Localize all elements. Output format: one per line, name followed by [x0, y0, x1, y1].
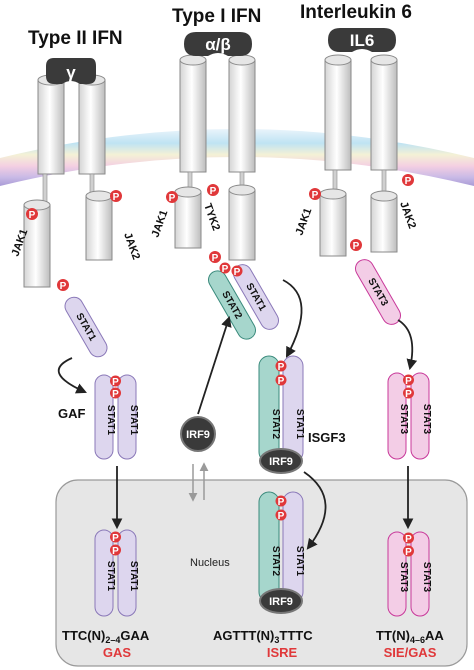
irf9-nuclear-shuttle: [188, 462, 209, 502]
phospho-tyk2: [207, 184, 219, 196]
svg-text:P: P: [278, 497, 285, 508]
ligand-gamma: γ: [46, 58, 96, 84]
svg-text:P: P: [405, 176, 412, 187]
phospho-jak1-left: [26, 208, 38, 220]
phospho-jak1-right: [309, 188, 321, 200]
phospho-receptor-il6: [350, 239, 362, 251]
svg-text:P: P: [112, 533, 119, 544]
phospho-jak1-mid: [166, 191, 178, 203]
svg-text:P: P: [405, 389, 412, 400]
arrow-stat3-to-dimer: [397, 319, 418, 371]
svg-text:STAT3: STAT3: [398, 404, 409, 435]
svg-text:STAT1: STAT1: [294, 409, 305, 440]
irf9-free: IRF9: [180, 416, 216, 452]
isgf3-label: ISGF3: [308, 430, 346, 445]
receptor-il6: [319, 54, 398, 257]
gas-element-label: GAS: [103, 645, 132, 660]
gaf-label: GAF: [58, 406, 86, 421]
svg-text:P: P: [112, 389, 119, 400]
phospho-receptor-type2: [57, 279, 69, 291]
svg-text:P: P: [29, 210, 36, 221]
ligand-il6-label: IL6: [350, 31, 375, 50]
svg-text:P: P: [112, 546, 119, 557]
svg-text:P: P: [210, 186, 217, 197]
stat2-stat1-tilted-pair: STAT2 STAT1 P P: [208, 262, 279, 340]
jak1-right-label: JAK1: [294, 206, 315, 237]
ligand-il6: IL6: [328, 28, 396, 52]
svg-text:P: P: [278, 376, 285, 387]
receptor-type2-ifn: [23, 74, 113, 288]
svg-text:P: P: [353, 241, 360, 252]
svg-text:P: P: [60, 281, 67, 292]
svg-text:P: P: [405, 534, 412, 545]
svg-text:STAT1: STAT1: [105, 405, 116, 436]
phospho-jak2-right: [402, 174, 414, 186]
phospho-jak2-left: [110, 190, 122, 202]
svg-text:P: P: [312, 190, 319, 201]
svg-text:P: P: [278, 362, 285, 373]
svg-text:IRF9: IRF9: [269, 456, 293, 468]
arrow-isgf3-to-nucleus: [303, 471, 327, 550]
tyk2-label: TYK2: [201, 202, 222, 233]
gaf-dimer-cytoplasm: STAT1 STAT1 P P: [94, 374, 139, 460]
isre-element-label: ISRE: [267, 645, 298, 660]
svg-text:P: P: [169, 193, 176, 204]
cell-membrane: [0, 129, 474, 186]
stat3-monomer-il6: STAT3: [355, 259, 401, 325]
svg-text:P: P: [278, 511, 285, 522]
gas-sequence: TTC(N)2–4GAA: [62, 628, 150, 645]
arrow-pair-to-isgf3: [282, 279, 303, 358]
svg-text:STAT1: STAT1: [128, 561, 139, 592]
ligand-gamma-label: γ: [66, 63, 76, 82]
stat1-monomer-type2: STAT1: [64, 296, 108, 358]
svg-text:STAT3: STAT3: [421, 562, 432, 593]
svg-text:P: P: [222, 264, 229, 275]
arrow-irf9-to-stat-pair: [197, 315, 232, 415]
svg-text:IRF9: IRF9: [269, 596, 293, 608]
svg-text:STAT1: STAT1: [128, 405, 139, 436]
stat3-dimer-cytoplasm: STAT3 STAT3 P P: [387, 372, 432, 460]
svg-text:STAT3: STAT3: [421, 404, 432, 435]
isgf3-complex-cytoplasm: STAT2 STAT1 P P IRF9: [258, 355, 305, 474]
jak1-mid-label: JAK1: [150, 208, 171, 239]
ligand-alpha-beta: α/β: [184, 32, 252, 56]
phospho-group-membrane: P P P P P P P P P: [26, 174, 414, 292]
svg-text:STAT1: STAT1: [294, 546, 305, 577]
jak2-left-label: JAK2: [121, 231, 142, 262]
isgf3-complex-nucleus: STAT2 STAT1 P P IRF9: [258, 491, 305, 614]
svg-text:P: P: [405, 547, 412, 558]
title-type2-ifn: Type II IFN: [28, 28, 123, 49]
svg-text:P: P: [112, 377, 119, 388]
isre-sequence: AGTTT(N)3TTTC: [213, 628, 313, 645]
arrow-stat1-to-gaf: [57, 357, 87, 394]
svg-text:STAT1: STAT1: [105, 561, 116, 592]
sie-sequence: TT(N)4–6AA: [376, 628, 444, 645]
title-type1-ifn: Type I IFN: [172, 6, 261, 27]
svg-text:P: P: [234, 267, 241, 278]
ligand-alpha-beta-label: α/β: [205, 35, 231, 54]
nucleus-label: Nucleus: [190, 557, 230, 569]
svg-text:P: P: [113, 192, 120, 203]
svg-text:P: P: [405, 376, 412, 387]
svg-text:STAT2: STAT2: [270, 409, 281, 440]
title-il6: Interleukin 6: [300, 2, 412, 23]
phospho-receptor-type1: [209, 251, 221, 263]
stat3-dimer-nucleus: STAT3 STAT3 P P: [387, 531, 432, 617]
jak2-right-label: JAK2: [397, 200, 418, 231]
gaf-dimer-nucleus: STAT1 STAT1 P P: [94, 529, 139, 617]
sie-gas-element-label: SIE/GAS: [384, 645, 437, 660]
svg-text:STAT2: STAT2: [270, 546, 281, 577]
svg-text:STAT3: STAT3: [398, 562, 409, 593]
svg-text:P: P: [212, 253, 219, 264]
receptor-type1-ifn: [174, 54, 256, 261]
irf9-free-label: IRF9: [186, 429, 210, 441]
